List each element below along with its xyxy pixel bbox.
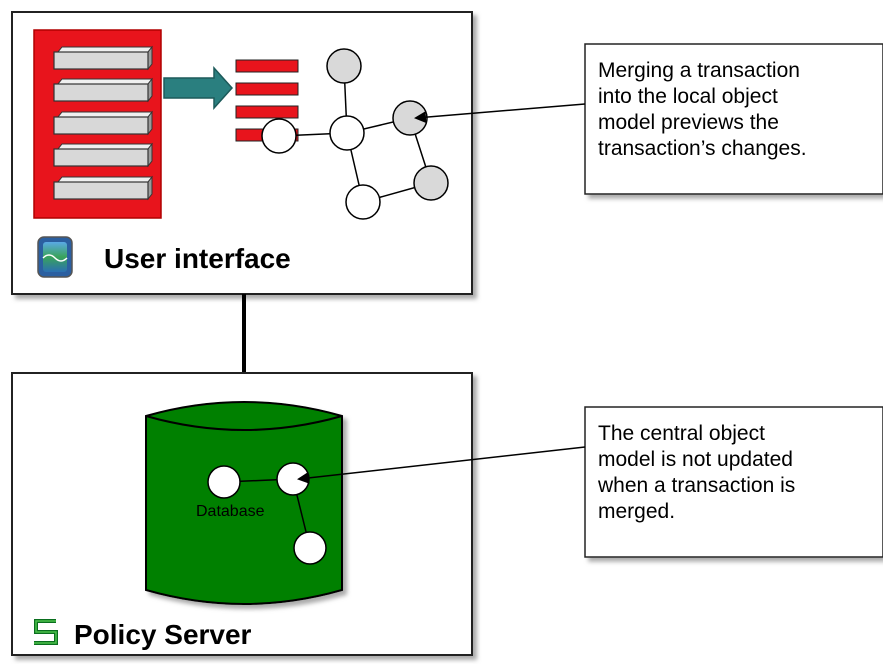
- local-object-model-graph: [261, 48, 449, 220]
- callout-line: into the local object: [598, 85, 778, 108]
- callout-line: merged.: [598, 500, 675, 523]
- ui-callout: Merging a transaction into the local obj…: [414, 43, 883, 195]
- callout-line: when a transaction is: [597, 474, 795, 497]
- graph-node: [392, 100, 428, 136]
- policy-server-title: Policy Server: [74, 619, 252, 650]
- policy-server-panel: Database Policy Server: [11, 372, 473, 656]
- database-cylinder-icon: [145, 401, 343, 605]
- callout-line: model previews the: [598, 111, 779, 134]
- transaction-bars: [235, 59, 299, 142]
- server-callout-pointer: [297, 446, 586, 484]
- server-callout: The central object model is not updated …: [297, 406, 883, 558]
- callout-line: transaction’s changes.: [598, 137, 807, 160]
- user-interface-panel: User interface: [11, 11, 473, 295]
- transaction-bar: [235, 59, 299, 73]
- graph-node: [293, 531, 327, 565]
- ui-callout-box: [584, 43, 883, 195]
- list-row: [53, 142, 154, 168]
- graph-node: [261, 118, 297, 154]
- graph-node: [413, 165, 449, 201]
- callout-line: Merging a transaction: [598, 59, 800, 82]
- object-list-panel: [33, 29, 162, 219]
- list-row: [53, 175, 154, 201]
- server-callout-text: The central object model is not updated …: [597, 422, 801, 523]
- user-interface-title: User interface: [104, 243, 291, 274]
- list-row: [53, 77, 154, 103]
- graph-node: [207, 465, 241, 499]
- graph-node: [326, 48, 362, 84]
- server-callout-box: [584, 406, 883, 558]
- central-object-model-graph: [207, 462, 327, 565]
- ui-callout-pointer: [414, 103, 586, 124]
- ui-callout-text: Merging a transaction into the local obj…: [598, 59, 807, 160]
- list-row: [53, 45, 154, 71]
- transaction-bar: [235, 105, 299, 119]
- transform-arrow-icon: [163, 66, 234, 110]
- callout-line: model is not updated: [598, 448, 793, 471]
- graph-node: [329, 115, 365, 151]
- graph-node: [345, 184, 381, 220]
- list-row: [53, 110, 154, 136]
- user-interface-app-icon: [37, 236, 73, 278]
- database-label: Database: [196, 503, 265, 520]
- policy-server-logo-icon: [34, 619, 58, 645]
- callout-line: The central object: [598, 422, 765, 445]
- transaction-bar: [235, 82, 299, 96]
